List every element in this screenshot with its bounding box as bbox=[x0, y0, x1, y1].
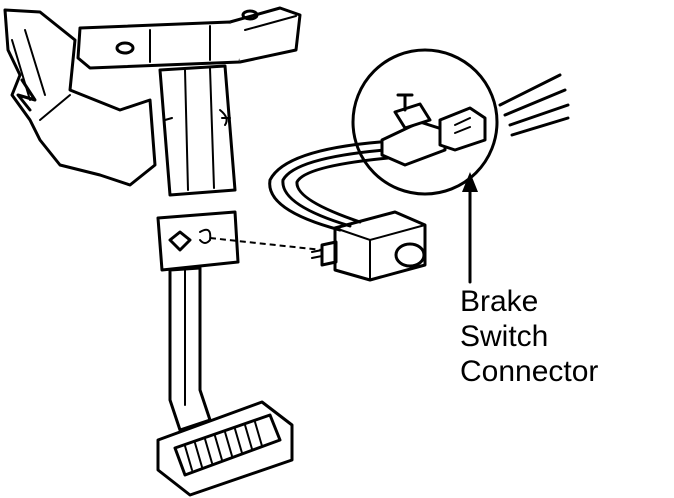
label-line-3: Connector bbox=[460, 355, 599, 388]
callout-arrow bbox=[462, 172, 478, 284]
label-line-2: Switch bbox=[460, 320, 549, 353]
pedal-pivot-housing bbox=[76, 6, 302, 70]
switch-mounting-plate bbox=[156, 210, 240, 272]
connector-detail-callout bbox=[351, 48, 499, 196]
wiring-harness bbox=[268, 73, 570, 232]
pedal-lever bbox=[168, 266, 212, 432]
pedal-pad bbox=[156, 400, 294, 497]
brake-switch bbox=[311, 210, 427, 282]
alignment-guide-line bbox=[209, 237, 323, 251]
label-line-1: Brake bbox=[460, 285, 539, 318]
brake-switch-connector-label: Brake Switch Connector bbox=[460, 284, 660, 389]
mounting-bracket bbox=[3, 8, 157, 187]
pedal-arm bbox=[158, 64, 237, 197]
